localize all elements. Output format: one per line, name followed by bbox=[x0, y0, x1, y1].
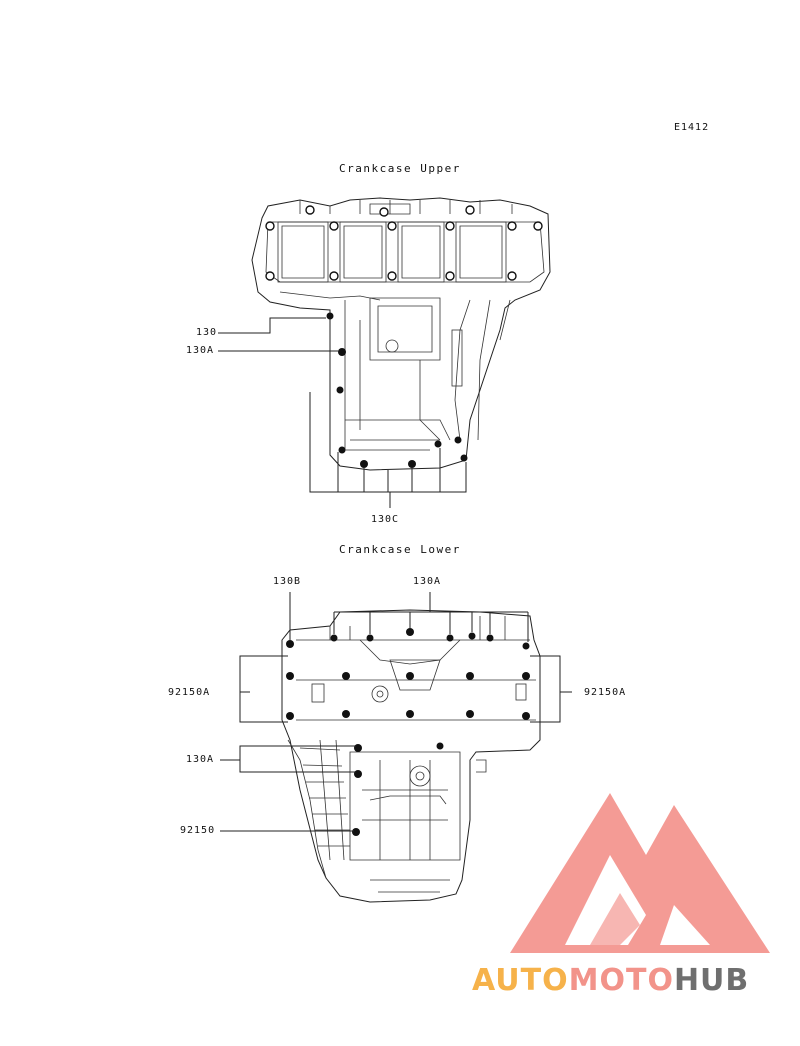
upper-diagram-title: Crankcase Upper bbox=[339, 162, 461, 175]
wordmark-hub: HUB bbox=[673, 963, 750, 998]
callout-label: 130A bbox=[186, 754, 215, 765]
callout-label: 130A bbox=[413, 576, 442, 587]
callout-label: 130A bbox=[186, 345, 215, 356]
callout-label: 130 bbox=[196, 327, 218, 338]
upper-crankcase-outline bbox=[251, 197, 551, 471]
wordmark-auto: AUTO bbox=[472, 963, 569, 998]
callout-label: 92150A bbox=[584, 687, 627, 698]
callout-label: 92150A bbox=[168, 687, 211, 698]
upper-leader-lines bbox=[218, 317, 467, 508]
callout-label: 92150 bbox=[180, 825, 216, 836]
lower-crankcase-outline bbox=[281, 609, 541, 903]
lower-leader-lines bbox=[220, 592, 572, 832]
automotohub-watermark-logo bbox=[510, 793, 770, 953]
lower-diagram-title: Crankcase Lower bbox=[339, 543, 461, 556]
callout-label: 130C bbox=[371, 514, 400, 525]
wordmark-moto: MOTO bbox=[568, 963, 674, 998]
automotohub-wordmark: AUTOMOTOHUB bbox=[472, 963, 749, 998]
lower-bolt-holes bbox=[286, 628, 530, 836]
callout-label: 130B bbox=[273, 576, 302, 587]
reference-code: E1412 bbox=[674, 122, 710, 133]
upper-bolt-holes bbox=[265, 205, 543, 468]
